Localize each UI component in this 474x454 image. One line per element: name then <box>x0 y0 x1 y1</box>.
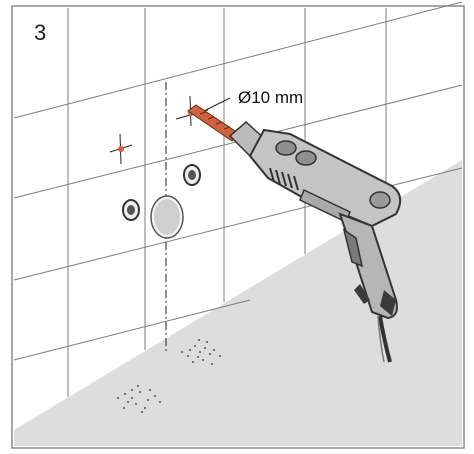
drill-dust <box>117 339 221 413</box>
step-number: 3 <box>34 20 47 45</box>
power-drill-icon <box>228 120 402 363</box>
wall-plug-left <box>122 199 140 221</box>
wall-plug-right <box>183 164 201 186</box>
crosshair-icon <box>109 133 133 165</box>
large-hole <box>150 195 184 239</box>
drill-diameter-label: Ø10 mm <box>238 88 304 107</box>
